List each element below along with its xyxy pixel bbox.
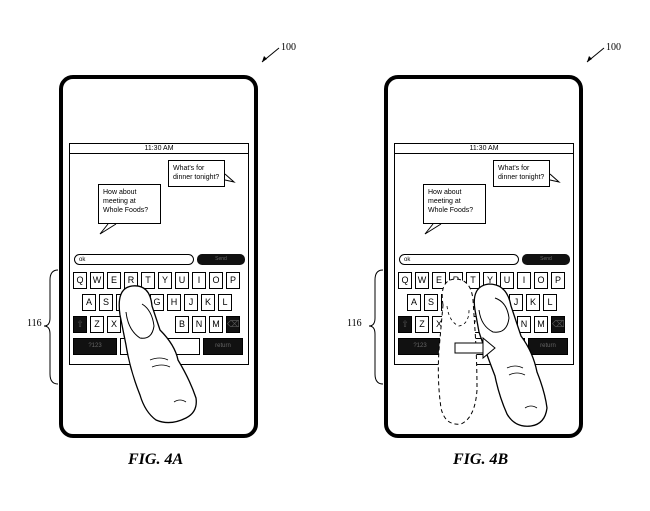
send-button[interactable]: Send xyxy=(197,254,245,265)
keyboard-brace xyxy=(43,269,59,385)
message-input[interactable]: ok xyxy=(74,254,194,265)
keyboard-brace xyxy=(368,269,384,385)
status-bar-time: 11:30 AM xyxy=(70,144,248,154)
status-bar-time: 11:30 AM xyxy=(395,144,573,154)
key-a[interactable]: A xyxy=(82,294,96,311)
key-i[interactable]: I xyxy=(192,272,206,289)
key-n[interactable]: N xyxy=(192,316,206,333)
key-o[interactable]: O xyxy=(534,272,548,289)
key-u[interactable]: U xyxy=(175,272,189,289)
key-s[interactable]: S xyxy=(99,294,113,311)
key-p[interactable]: P xyxy=(551,272,565,289)
shift-key[interactable]: ⇧ xyxy=(73,316,87,333)
key-u[interactable]: U xyxy=(500,272,514,289)
key-i[interactable]: I xyxy=(517,272,531,289)
key-q[interactable]: Q xyxy=(398,272,412,289)
ref-keyboard-label: 116 xyxy=(347,318,362,329)
figure-4a: 100 110 116 124 11:30 AM What's for dinn… xyxy=(27,42,296,468)
key-z[interactable]: Z xyxy=(90,316,104,333)
key-l[interactable]: L xyxy=(218,294,232,311)
incoming-message-bubble: What's for dinner tonight? xyxy=(493,160,550,187)
finger-swipe-illustration xyxy=(437,278,548,427)
backspace-key[interactable]: ⌫ xyxy=(551,316,565,333)
key-t[interactable]: T xyxy=(141,272,155,289)
key-t[interactable]: T xyxy=(466,272,480,289)
key-w[interactable]: W xyxy=(415,272,429,289)
key-x[interactable]: X xyxy=(107,316,121,333)
key-w[interactable]: W xyxy=(90,272,104,289)
outgoing-message-bubble: How about meeting at Whole Foods? xyxy=(423,184,486,224)
key-h[interactable]: H xyxy=(167,294,181,311)
key-k[interactable]: K xyxy=(201,294,215,311)
key-j[interactable]: J xyxy=(184,294,198,311)
symbols-key[interactable]: ?123 xyxy=(73,338,117,355)
ref-device-label: 100 xyxy=(281,42,296,53)
backspace-key[interactable]: ⌫ xyxy=(226,316,240,333)
ref-device-label: 100 xyxy=(606,42,621,53)
figure-4b: 100 110 116 124 11:30 AM What's for dinn… xyxy=(325,0,650,511)
figure-caption: FIG. 4B xyxy=(453,451,509,468)
key-m[interactable]: M xyxy=(534,316,548,333)
ref-keyboard-label: 116 xyxy=(27,318,42,329)
key-y[interactable]: Y xyxy=(158,272,172,289)
key-q[interactable]: Q xyxy=(73,272,87,289)
key-m[interactable]: M xyxy=(209,316,223,333)
symbols-key[interactable]: ?123 xyxy=(398,338,442,355)
bubble-tails xyxy=(99,173,236,235)
incoming-message-bubble: What's for dinner tonight? xyxy=(168,160,225,187)
key-e[interactable]: E xyxy=(107,272,121,289)
bubble-tails xyxy=(424,173,561,235)
return-key[interactable]: return xyxy=(203,338,243,355)
message-input[interactable]: ok xyxy=(399,254,519,265)
key-e[interactable]: E xyxy=(432,272,446,289)
shift-key[interactable]: ⇧ xyxy=(398,316,412,333)
key-l[interactable]: L xyxy=(543,294,557,311)
key-b[interactable]: B xyxy=(175,316,189,333)
key-o[interactable]: O xyxy=(209,272,223,289)
key-z[interactable]: Z xyxy=(415,316,429,333)
key-p[interactable]: P xyxy=(226,272,240,289)
key-k[interactable]: K xyxy=(526,294,540,311)
key-g[interactable]: G xyxy=(150,294,164,311)
figure-caption: FIG. 4A xyxy=(128,451,184,468)
key-a[interactable]: A xyxy=(407,294,421,311)
send-button[interactable]: Send xyxy=(522,254,570,265)
key-s[interactable]: S xyxy=(424,294,438,311)
swipe-arrow xyxy=(454,336,496,360)
finger-illustration xyxy=(118,285,197,424)
key-j[interactable]: J xyxy=(509,294,523,311)
outgoing-message-bubble: How about meeting at Whole Foods? xyxy=(98,184,161,224)
solid-finger xyxy=(473,283,548,427)
